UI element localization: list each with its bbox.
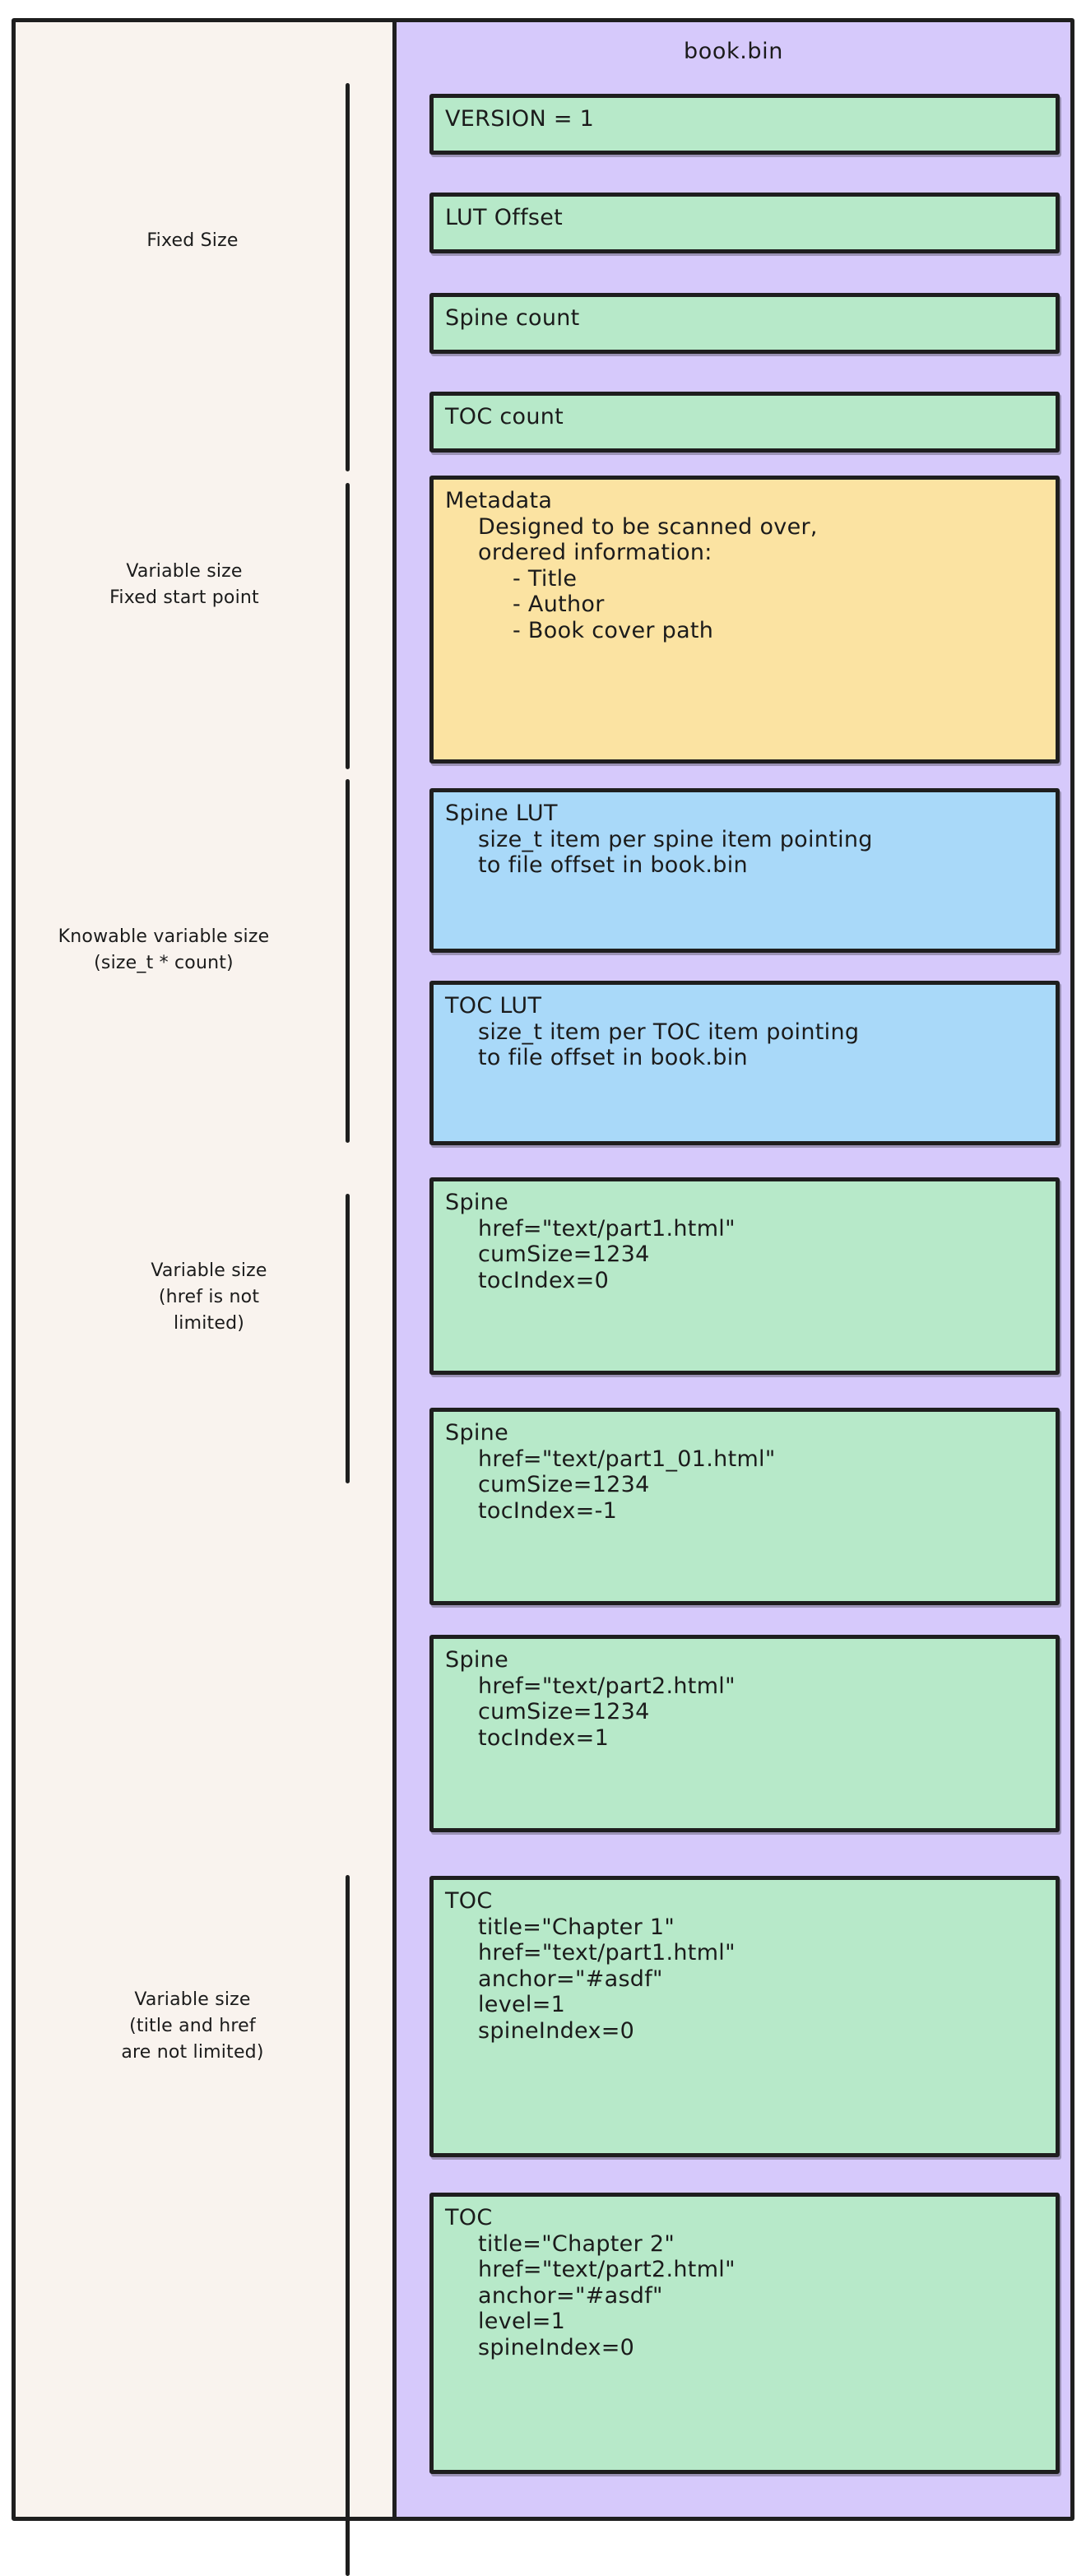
block-spine-1: Spine href="text/part1.html" cumSize=123… bbox=[429, 1177, 1060, 1375]
block-line: - Book cover path bbox=[513, 617, 714, 643]
diagram-frame: Fixed Size Variable size Fixed start poi… bbox=[12, 18, 1074, 2576]
block-spine-count: Spine count bbox=[429, 293, 1060, 354]
book-bin-column: book.bin VERSION = 1 LUT Offset Spine co… bbox=[392, 22, 1070, 2517]
block-spine-2: Spine href="text/part1_01.html" cumSize=… bbox=[429, 1408, 1060, 1605]
label-knowable-variable-size: Knowable variable size (size_t * count) bbox=[58, 926, 270, 973]
block-line: TOC bbox=[445, 1888, 493, 1914]
block-line: href="text/part1_01.html" bbox=[478, 1446, 776, 1472]
label-variable-href: Variable size (href is not limited) bbox=[151, 1260, 267, 1334]
label-variable-fixed-start: Variable size Fixed start point bbox=[109, 561, 259, 608]
block-line: ordered information: bbox=[478, 540, 712, 566]
block-line: Spine bbox=[445, 1190, 509, 1215]
block-line: VERSION = 1 bbox=[445, 106, 595, 132]
block-toc-1: TOC title="Chapter 1" href="text/part1.h… bbox=[429, 1876, 1060, 2157]
bracket-bar-knowable-variable bbox=[346, 779, 350, 1143]
block-line: cumSize=1234 bbox=[478, 1472, 650, 1498]
block-line: - Author bbox=[513, 592, 605, 618]
bracket-bar-variable-fixed-start bbox=[346, 483, 350, 769]
block-line: Spine LUT bbox=[445, 801, 558, 826]
block-line: href="text/part2.html" bbox=[478, 2257, 736, 2283]
block-line: TOC bbox=[445, 2205, 493, 2230]
block-line: Metadata bbox=[445, 488, 553, 513]
block-toc-2: TOC title="Chapter 2" href="text/part2.h… bbox=[429, 2193, 1060, 2474]
block-spine-lut: Spine LUT size_t item per spine item poi… bbox=[429, 788, 1060, 953]
block-line: to file offset in book.bin bbox=[478, 852, 748, 879]
block-line: size_t item per spine item pointing bbox=[478, 826, 873, 852]
block-toc-lut: TOC LUT size_t item per TOC item pointin… bbox=[429, 981, 1060, 1145]
bracket-bar-fixed-size bbox=[346, 83, 350, 471]
block-line: LUT Offset bbox=[445, 205, 564, 230]
block-line: spineIndex=0 bbox=[478, 2334, 635, 2360]
block-line: Spine bbox=[445, 1420, 509, 1446]
block-version: VERSION = 1 bbox=[429, 94, 1060, 155]
block-line: level=1 bbox=[478, 1992, 566, 2018]
block-line: TOC LUT bbox=[445, 993, 542, 1019]
block-line: tocIndex=-1 bbox=[478, 1497, 618, 1524]
block-line: TOC count bbox=[445, 404, 564, 429]
block-line: spineIndex=0 bbox=[478, 2017, 635, 2044]
page-title: book.bin bbox=[684, 39, 783, 64]
block-toc-count: TOC count bbox=[429, 392, 1060, 453]
block-line: to file offset in book.bin bbox=[478, 1045, 748, 1071]
bracket-bar-variable-title-href bbox=[346, 1875, 350, 2576]
annotation-column: Fixed Size Variable size Fixed start poi… bbox=[16, 22, 392, 2576]
block-line: tocIndex=1 bbox=[478, 1724, 610, 1751]
block-line: href="text/part1.html" bbox=[478, 1215, 736, 1242]
block-line: anchor="#asdf" bbox=[478, 2282, 663, 2309]
block-line: cumSize=1234 bbox=[478, 1699, 650, 1725]
block-spine-3: Spine href="text/part2.html" cumSize=123… bbox=[429, 1635, 1060, 1832]
label-variable-title-href: Variable size (title and href are not li… bbox=[121, 1989, 264, 2063]
block-line: Spine bbox=[445, 1647, 509, 1673]
block-line: tocIndex=0 bbox=[478, 1267, 610, 1293]
block-line: title="Chapter 1" bbox=[478, 1914, 675, 1940]
block-line: cumSize=1234 bbox=[478, 1242, 650, 1268]
block-line: href="text/part2.html" bbox=[478, 1673, 736, 1699]
block-metadata: Metadata Designed to be scanned over, or… bbox=[429, 476, 1060, 764]
label-fixed-size: Fixed Size bbox=[146, 230, 239, 251]
block-line: level=1 bbox=[478, 2309, 566, 2335]
bracket-bar-variable-href bbox=[346, 1194, 350, 1483]
block-line: Designed to be scanned over, bbox=[478, 513, 818, 540]
block-line: anchor="#asdf" bbox=[478, 1966, 663, 1992]
block-line: title="Chapter 2" bbox=[478, 2230, 675, 2257]
block-lut-offset: LUT Offset bbox=[429, 193, 1060, 253]
block-line: href="text/part1.html" bbox=[478, 1940, 736, 1966]
block-line: - Title bbox=[513, 565, 578, 592]
block-line: size_t item per TOC item pointing bbox=[478, 1019, 860, 1045]
block-line: Spine count bbox=[445, 305, 580, 331]
